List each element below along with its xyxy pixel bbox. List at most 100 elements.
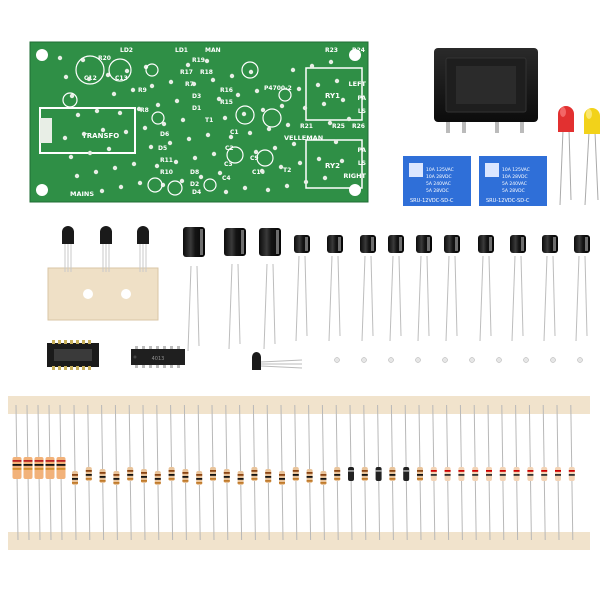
pad [260, 107, 266, 113]
relay1-rating-4: 5A 28VDC [426, 188, 449, 194]
resistor [389, 404, 396, 541]
solder-pin [523, 348, 529, 378]
capacitor [574, 235, 590, 342]
transistor [62, 226, 74, 272]
relay2-rating-1: 10A 125VAC [502, 167, 530, 173]
pad [118, 184, 124, 190]
resistor [486, 404, 492, 541]
pad [111, 91, 117, 97]
resistor [568, 404, 575, 541]
relay2-model: SRU-12VDC-SD-C [486, 198, 530, 204]
relay2-rating-4: 5A 28VDC [502, 188, 525, 194]
pad [253, 149, 259, 155]
pad [148, 144, 154, 150]
component-outlines [62, 55, 292, 196]
pad [316, 156, 322, 162]
pcb-ref-d5: D5 [158, 145, 167, 152]
resistor [472, 404, 479, 541]
resistor [34, 404, 44, 541]
pad [333, 139, 339, 145]
pad [174, 98, 180, 104]
pad [112, 165, 118, 171]
pad [290, 67, 296, 73]
resistor [348, 404, 354, 541]
pad [296, 86, 302, 92]
pad [142, 125, 148, 131]
component-outline [145, 63, 159, 77]
resistor [334, 404, 341, 541]
pcb-ref-ld2: LD2 [120, 47, 133, 54]
pad [136, 106, 142, 112]
pad [99, 188, 105, 194]
resistor [555, 404, 561, 541]
pad [173, 159, 179, 165]
transistor-loose [252, 352, 303, 370]
resistor [251, 404, 258, 541]
pad [154, 163, 160, 169]
resistor [210, 404, 216, 541]
pad [198, 174, 204, 180]
pcb-ref-r11: R11 [160, 157, 173, 164]
resistor [458, 404, 465, 541]
relay1-rating-1: 10A 125VAC [426, 167, 454, 173]
pad [291, 141, 297, 147]
pad [204, 58, 210, 64]
electrolytic-capacitors [183, 227, 590, 352]
pad [124, 68, 130, 74]
pcb-ref-d1: D1 [192, 105, 201, 112]
pcb-ref-r8: R8 [140, 107, 149, 114]
resistor [265, 404, 272, 541]
pad [334, 78, 340, 84]
pa-label-top: PA [358, 95, 367, 102]
relay2-label: RY2 [325, 162, 340, 170]
component-outline [241, 61, 259, 79]
pcb-ref-r7: R7 [185, 81, 194, 88]
resistor [306, 404, 313, 541]
pad [185, 62, 191, 68]
pad [100, 127, 106, 133]
solder-pin [415, 348, 421, 378]
pad [210, 77, 216, 83]
pad [339, 158, 345, 164]
component-outline [256, 149, 274, 167]
resistor [154, 404, 161, 541]
transformer [434, 48, 538, 133]
pcb-ref-r10: R10 [160, 169, 173, 176]
pcb-ref-d2: D2 [190, 181, 199, 188]
pad [57, 55, 63, 61]
relay1-label: RY1 [325, 92, 340, 100]
solder-pin [469, 348, 475, 378]
pad [328, 59, 334, 65]
resistor [182, 404, 189, 541]
solder-pin [334, 348, 340, 378]
led-yellow [584, 108, 600, 206]
pad [123, 129, 129, 135]
relay1-rating-2: 10A 28VDC [426, 174, 452, 180]
pad [217, 170, 223, 176]
component-outline [108, 58, 132, 82]
pcb-ref-r9: R9 [138, 87, 147, 94]
pad [69, 93, 75, 99]
pad [322, 175, 328, 181]
pad [131, 161, 137, 167]
transformer-label: TRANSFO [82, 132, 119, 140]
pad [216, 96, 222, 102]
solder-pads [57, 55, 352, 195]
pad [168, 79, 174, 85]
resistor [127, 404, 134, 541]
pcb-ref-t2: T2 [283, 167, 291, 174]
pad [87, 150, 93, 156]
pad [340, 97, 346, 103]
pad [309, 63, 315, 69]
relay2-rating-3: 5A 240VAC [502, 181, 527, 187]
pad [155, 102, 161, 108]
pad [186, 136, 192, 142]
pad [94, 108, 100, 114]
pad [192, 155, 198, 161]
pcb-ref-r15: R15 [220, 99, 233, 106]
led-red [558, 106, 574, 206]
resistor [292, 404, 299, 541]
pad [179, 178, 185, 184]
resistor [417, 404, 423, 541]
